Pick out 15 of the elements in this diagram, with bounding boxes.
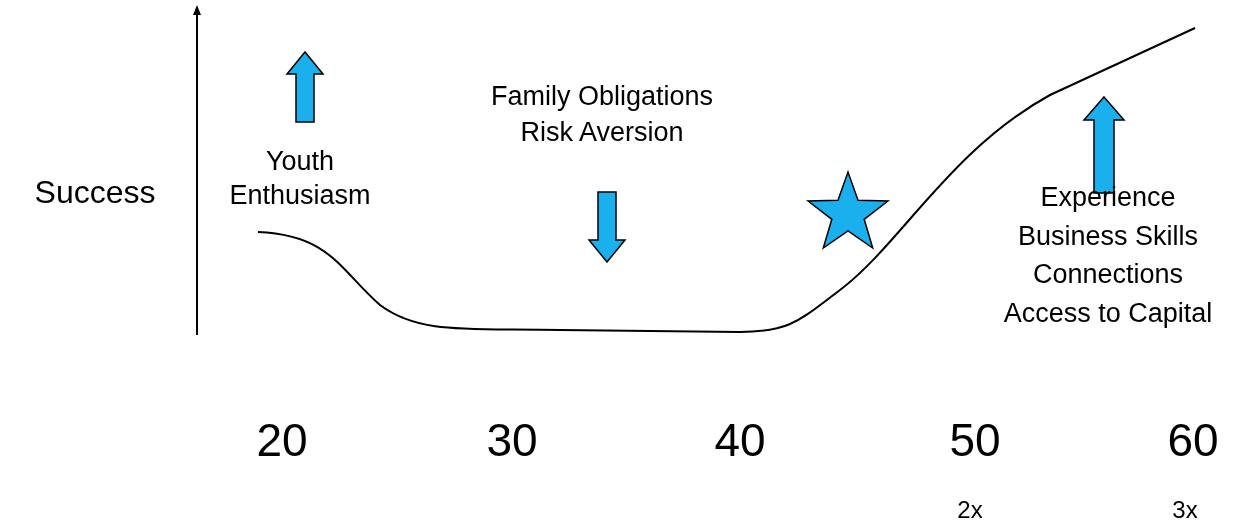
factor-label: Risk Aversion [520,116,684,149]
factor-label: Family Obligations [490,80,714,113]
age-label: 60 [1167,413,1219,468]
multiplier-label: 2x [957,495,983,525]
axis-label: Success [34,173,156,212]
factor-label: Access to Capital [1003,297,1213,330]
factor-label: Connections [1032,258,1184,291]
multiplier-label: 3x [1172,495,1198,525]
age-label: 50 [949,413,1001,468]
age-label: 30 [486,413,538,468]
factor-label: Youth Enthusiasm [228,145,372,212]
age-label: 20 [256,413,308,468]
factor-label: Experience [1040,181,1176,214]
factor-label: Business Skills [1017,220,1199,253]
age-label: 40 [714,413,766,468]
